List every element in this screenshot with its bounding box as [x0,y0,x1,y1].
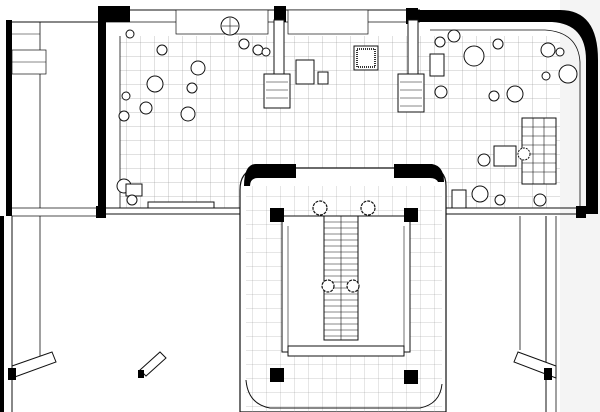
round-table [434,85,448,99]
curved-wall [418,10,598,214]
chair [186,82,198,94]
landing [287,345,405,357]
chair [238,38,250,50]
landing-post [270,368,284,382]
core-corner-wall [394,164,444,182]
chair [541,71,551,81]
round-table [180,106,196,122]
chair [492,38,504,50]
wall-block [98,6,130,22]
chair [261,47,271,57]
chair [125,29,135,39]
stair-core [239,164,447,412]
wall-block [576,206,586,218]
round-table [190,60,206,76]
upper-hall [96,6,598,218]
round-table [139,101,153,115]
side-table [451,189,467,209]
west-wall [98,20,106,216]
bench-end [138,370,144,378]
round-table [558,64,578,84]
landing-post [270,208,284,222]
round-table [471,185,489,203]
round-table [463,45,485,67]
chair [156,44,168,56]
side-table [317,71,329,85]
desk [429,53,445,77]
column [397,73,425,113]
round-table [126,194,138,206]
landing-post [404,370,418,384]
rug-pattern [356,48,376,68]
landing-post [404,208,418,222]
column [544,368,552,380]
desk [493,145,517,167]
chair [434,36,446,48]
potted-tree [312,200,328,216]
column [8,368,16,380]
sofa [125,183,143,197]
lower-annex [0,216,557,412]
bench [147,201,215,209]
core-corner-wall [244,164,296,186]
annex-wing-wall [11,351,57,379]
chair [118,110,130,122]
column [263,73,291,109]
potted-tree [346,279,360,293]
potted-tree [321,279,335,293]
chair [555,47,565,57]
desk [295,59,315,85]
round-table [506,85,524,103]
chair [447,29,461,43]
chair [121,91,131,101]
vestibule-outer-wall [6,20,12,216]
chair [494,194,506,206]
chair [252,44,264,56]
wall-block [96,206,106,218]
round-table [146,75,164,93]
annex-wall [0,216,4,412]
wall-block [274,6,286,22]
chair [488,90,500,102]
left-vestibule [6,20,98,217]
chair [477,153,491,167]
potted-tree [360,200,376,216]
chair [533,193,547,207]
chair [540,42,556,58]
plant [517,147,531,161]
north-window [287,9,369,35]
